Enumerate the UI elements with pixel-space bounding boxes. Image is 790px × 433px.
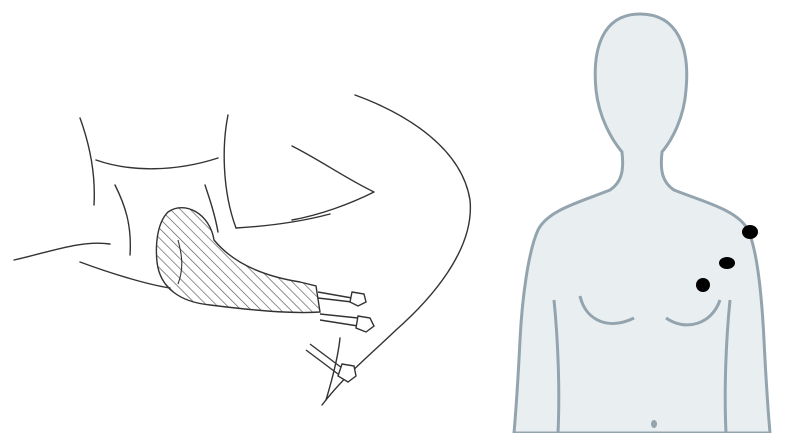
trocar-port-3 <box>306 344 356 382</box>
clavicle-line <box>80 262 170 288</box>
torso-body <box>514 14 770 433</box>
clavicle-left <box>14 243 110 260</box>
surgical-sketch <box>0 0 500 433</box>
sketch-lines <box>14 95 470 405</box>
port-marker-1 <box>742 225 758 239</box>
chest-line <box>236 214 330 228</box>
torso-silhouette <box>500 0 790 433</box>
surgical-sketch-panel <box>0 0 500 433</box>
armpit-fold <box>292 146 374 220</box>
port-marker-2 <box>719 257 735 269</box>
trocar-port-1 <box>318 292 366 306</box>
navel <box>651 420 657 428</box>
port-marker-3 <box>696 278 710 292</box>
torso-panel <box>500 0 790 433</box>
neck-left-line <box>80 118 94 205</box>
trocar-port-2 <box>320 314 374 332</box>
upper-arm-outline <box>322 95 470 405</box>
neck-right-line <box>224 115 236 228</box>
throat-line <box>96 158 218 169</box>
hatched-implant <box>156 208 320 313</box>
neck-muscle-line <box>115 185 130 255</box>
